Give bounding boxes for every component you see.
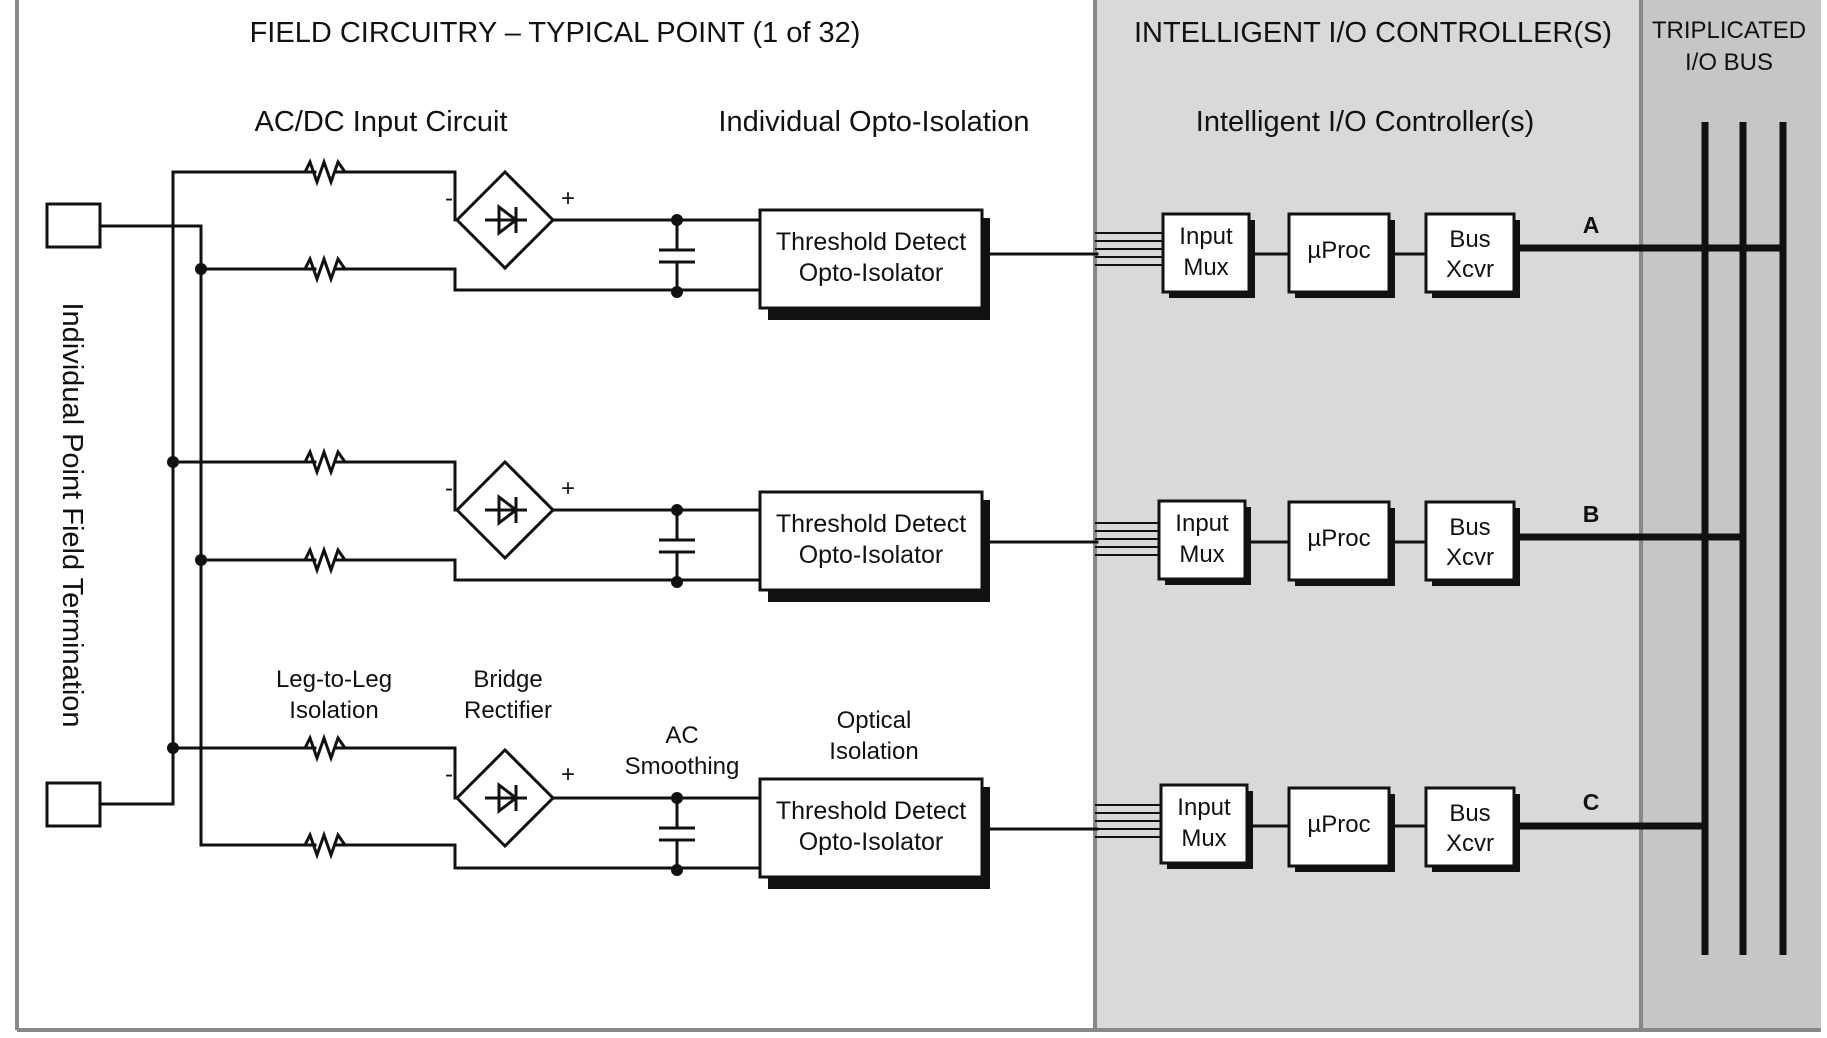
svg-text:Mux: Mux <box>1181 825 1226 852</box>
threshold-detect-box-b: Threshold Detect Opto-Isolator <box>758 490 990 602</box>
ac-smoothing-label-line2: Smoothing <box>625 753 740 780</box>
leg-isolation-label-line2: Isolation <box>289 697 378 724</box>
field-terminal-bottom <box>45 781 102 828</box>
svg-text:Mux: Mux <box>1183 254 1228 281</box>
svg-text:Threshold Detect: Threshold Detect <box>776 228 966 256</box>
svg-text:Opto-Isolator: Opto-Isolator <box>799 828 944 856</box>
threshold-detect-box-a: Threshold Detect Opto-Isolator <box>758 208 990 320</box>
svg-text:Bus: Bus <box>1449 226 1490 253</box>
rail-a-wire <box>98 170 457 806</box>
svg-text:Xcvr: Xcvr <box>1446 256 1494 283</box>
optical-isolation-label-line1: Optical <box>837 707 912 734</box>
svg-text:Threshold Detect: Threshold Detect <box>776 510 966 538</box>
svg-text:Mux: Mux <box>1179 541 1224 568</box>
controller-row-b: Input Mux µProc Bus Xcvr <box>1157 499 1520 586</box>
svg-text:µProc: µProc <box>1307 811 1370 838</box>
polarity-plus: + <box>561 475 575 502</box>
polarity-plus: + <box>561 185 575 212</box>
bridge-rectifier-label-line2: Rectifier <box>464 697 552 724</box>
ac-smoothing-label-line1: AC <box>665 722 698 749</box>
channel-c-field <box>167 736 762 878</box>
field-terminal-top <box>45 202 102 249</box>
polarity-minus: - <box>445 475 453 502</box>
bus-section-header-line2: I/O BUS <box>1685 49 1773 76</box>
svg-text:Input: Input <box>1179 223 1233 250</box>
opto-isolation-label: Individual Opto-Isolation <box>718 106 1029 138</box>
leg-isolation-label-line1: Leg-to-Leg <box>276 666 392 693</box>
bus-panel <box>1641 0 1821 1030</box>
polarity-minus: - <box>445 761 453 788</box>
optical-isolation-label-line2: Isolation <box>829 738 918 765</box>
field-termination-label: Individual Point Field Termination <box>56 302 88 727</box>
bus-label-b: B <box>1583 501 1600 527</box>
svg-text:Input: Input <box>1175 510 1229 537</box>
svg-text:µProc: µProc <box>1307 525 1370 552</box>
bus-section-header-line1: TRIPLICATED <box>1652 17 1806 44</box>
svg-text:Threshold Detect: Threshold Detect <box>776 797 966 825</box>
channel-a-field <box>195 160 762 300</box>
polarity-minus: - <box>445 185 453 212</box>
svg-text:Opto-Isolator: Opto-Isolator <box>799 541 944 569</box>
svg-text:Bus: Bus <box>1449 800 1490 827</box>
field-section-header: FIELD CIRCUITRY – TYPICAL POINT (1 of 32… <box>250 17 861 49</box>
controller-section-header: INTELLIGENT I/O CONTROLLER(S) <box>1134 17 1612 49</box>
controller-row-a: Input Mux µProc Bus Xcvr <box>1161 212 1520 298</box>
svg-text:Xcvr: Xcvr <box>1446 830 1494 857</box>
bus-label-a: A <box>1583 212 1600 238</box>
channel-b-field <box>167 450 762 590</box>
svg-text:Xcvr: Xcvr <box>1446 544 1494 571</box>
bridge-rectifier-label-line1: Bridge <box>473 666 542 693</box>
threshold-detect-box-c: Threshold Detect Opto-Isolator <box>758 777 990 889</box>
bus-label-c: C <box>1583 789 1600 815</box>
svg-text:Input: Input <box>1177 794 1231 821</box>
svg-text:µProc: µProc <box>1307 237 1370 264</box>
controllers-label: Intelligent I/O Controller(s) <box>1196 106 1534 138</box>
controller-row-c: Input Mux µProc Bus Xcvr <box>1159 783 1520 872</box>
triplicated-io-bus <box>1520 122 1787 955</box>
input-circuit-label: AC/DC Input Circuit <box>254 106 507 138</box>
polarity-plus: + <box>561 761 575 788</box>
rail-b-wire <box>98 224 457 847</box>
svg-text:Opto-Isolator: Opto-Isolator <box>799 259 944 287</box>
svg-text:Bus: Bus <box>1449 514 1490 541</box>
